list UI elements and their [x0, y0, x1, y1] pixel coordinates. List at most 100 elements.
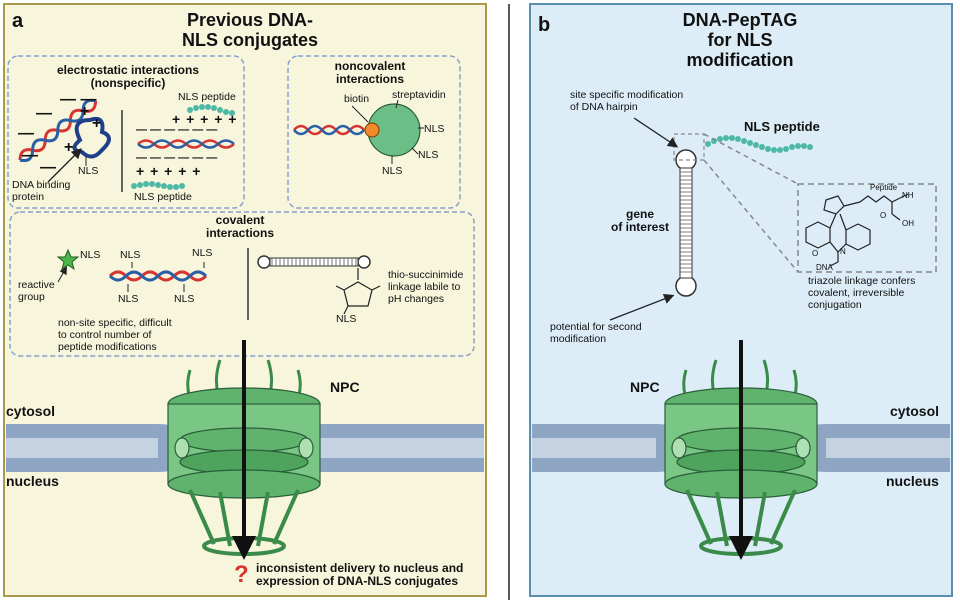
panel-a-letter: a — [12, 10, 24, 32]
covalent-note-line2: to control number of — [58, 328, 152, 341]
svg-text:+: + — [80, 103, 89, 120]
streptavidin-label: streptavidin — [392, 89, 446, 101]
triazole-structure — [805, 193, 909, 267]
peptide-struct-label: Peptide — [870, 183, 898, 192]
nls-stem-2 — [411, 147, 419, 155]
peptide-bottom — [131, 181, 185, 190]
panel-b-letter: b — [538, 14, 551, 36]
electrostatic-heading-line2: (nonspecific) — [90, 76, 166, 91]
panel-b-nucleus-label: nucleus — [886, 473, 939, 489]
membrane-a — [6, 424, 484, 472]
streptavidin-pointer — [395, 99, 399, 109]
covalent-nls-1: NLS — [120, 249, 141, 261]
oh-label: OH — [902, 219, 914, 228]
nls-peptide-b-label: NLS peptide — [744, 119, 820, 134]
streptavidin-nls-3: NLS — [382, 165, 403, 177]
covalent-nls-4: NLS — [174, 293, 195, 305]
biotin-label: biotin — [344, 93, 370, 105]
gene-of-interest-label: gene of interest — [600, 207, 680, 235]
electrostatic-box — [7, 55, 245, 209]
triazole-line2: covalent, irreversible — [808, 286, 905, 299]
dna-binding-protein-label: DNA binding protein — [12, 179, 71, 204]
streptavidin-nls-2: NLS — [418, 149, 439, 161]
nh-label: NH — [902, 191, 914, 200]
nls-peptide-top-label: NLS peptide — [178, 91, 236, 103]
panel-a-title: Previous DNA- NLS conjugates — [150, 10, 350, 50]
electrostatic-nls-label: NLS — [78, 165, 99, 177]
outcome-text: inconsistent delivery to nucleus and exp… — [256, 561, 464, 589]
panel-b-title: DNA-PepTAG for NLS modification — [650, 10, 830, 70]
covalent-note-line3: peptide modifications — [58, 340, 157, 353]
zoom-line-2 — [703, 159, 799, 273]
potential-arrow — [609, 293, 675, 321]
thio-line2: linkage labile to — [388, 280, 461, 293]
panel-b-npc-label: NPC — [630, 379, 660, 395]
minus-row-2: — — — — — — — [136, 152, 218, 164]
svg-text:+: + — [64, 139, 73, 156]
panel-b-title-line2: for NLS — [707, 30, 773, 51]
biotin-pointer — [351, 105, 369, 123]
noncovalent-heading-line1: noncovalent — [334, 59, 406, 73]
outcome-line2: expression of DNA-NLS conjugates — [256, 574, 459, 589]
panel-b-cytosol-label: cytosol — [890, 403, 940, 419]
reactive-line2: group — [18, 290, 45, 303]
dna-binding-line1: DNA binding — [12, 179, 71, 191]
reactive-group-label: reactive group — [18, 279, 55, 304]
n-label: N — [840, 247, 846, 256]
noncovalent-heading-line2: interactions — [335, 72, 404, 87]
succinimide-nls-label: NLS — [336, 313, 357, 325]
thio-line1: thio-succinimide — [388, 269, 464, 281]
outcome-line1: inconsistent delivery to nucleus and — [256, 561, 464, 575]
biotin-dot — [364, 122, 380, 138]
thio-line3: pH changes — [388, 292, 445, 305]
dna-helix-noncovalent — [293, 124, 365, 136]
site-arrow — [633, 117, 679, 148]
gene-line2: of interest — [610, 220, 669, 235]
dna-helix-h1 — [137, 139, 235, 149]
minus-row-1: — — — — — — — [136, 124, 218, 136]
triazole-label: triazole linkage confers covalent, irrev… — [808, 275, 916, 311]
peptide-b — [705, 135, 813, 153]
panel-b-title-line1: DNA-PepTAG — [682, 10, 798, 30]
triazole-line3: conjugation — [808, 298, 862, 311]
noncovalent-box — [287, 55, 461, 209]
reactive-group-star — [56, 248, 80, 271]
dna-helix-covalent — [108, 270, 208, 282]
covalent-note-line1: non-site specific, difficult — [58, 317, 172, 329]
peptide-top — [187, 104, 235, 116]
chemical-structure-box — [797, 183, 937, 273]
svg-text:—: — — [22, 147, 38, 164]
site-line1: site specific modification — [570, 89, 684, 101]
site-specific-label: site specific modification of DNA hairpi… — [570, 89, 684, 114]
covalent-heading-line2: interactions — [205, 226, 274, 241]
dna-binding-arrow — [47, 148, 82, 183]
dna-helix-electrostatic — [18, 98, 98, 162]
charge-signs: — — + — + — — + — — [18, 91, 101, 176]
potential-line1: potential for second — [550, 321, 642, 333]
thio-succinimide-label: thio-succinimide linkage labile to pH ch… — [388, 269, 464, 305]
succinimide-structure — [335, 268, 381, 315]
covalent-nls-3: NLS — [118, 293, 139, 305]
covalent-box — [9, 211, 475, 357]
svg-text:+: + — [92, 115, 101, 132]
dna-binding-line2: protein — [12, 190, 45, 203]
panel-a-cytosol-label: cytosol — [6, 403, 56, 419]
reactive-line1: reactive — [18, 279, 55, 291]
svg-text:—: — — [36, 105, 52, 122]
panel-a-title-line2: NLS conjugates — [181, 30, 319, 51]
site-line2: of DNA hairpin — [570, 100, 638, 113]
triazole-line1: triazole linkage confers — [808, 275, 916, 287]
hairpin-horizontal — [257, 255, 371, 269]
dna-struct-label: DNA — [816, 263, 833, 272]
svg-text:—: — — [18, 125, 34, 142]
electrostatic-heading-line1: electrostatic interactions — [56, 63, 200, 77]
panel-a-title-line1: Previous DNA- — [186, 10, 314, 30]
gene-line1: gene — [625, 207, 654, 221]
plus-row-bottom: + + + + + — [136, 163, 202, 179]
covalent-note: non-site specific, difficult to control … — [58, 317, 172, 353]
covalent-heading: covalent interactions — [180, 213, 300, 241]
panel-a-npc-label: NPC — [330, 379, 360, 395]
svg-text:—: — — [40, 159, 56, 176]
